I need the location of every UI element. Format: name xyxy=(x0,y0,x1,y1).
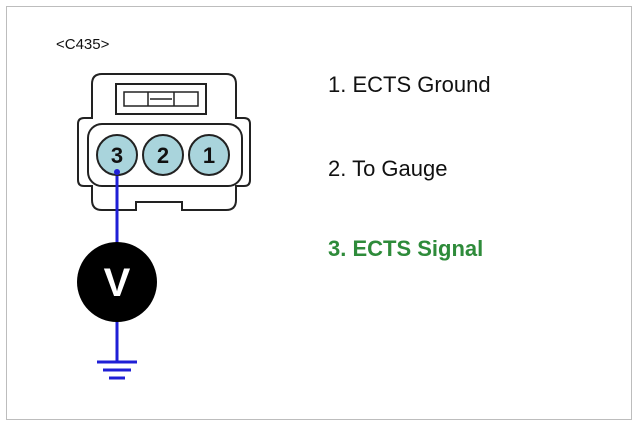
connector-label: <C435> xyxy=(56,36,110,53)
pin-1-circle xyxy=(188,134,230,176)
ground-symbol-icon xyxy=(97,360,137,380)
legend-item-to-gauge: 2. To Gauge xyxy=(328,156,448,181)
legend-item-ects-ground: 1. ECTS Ground xyxy=(328,72,491,97)
voltmeter-body xyxy=(77,242,157,322)
pin-3-number: 3 xyxy=(111,143,123,168)
voltmeter-symbol: V xyxy=(104,261,131,305)
pin-2: 2 xyxy=(142,134,184,176)
legend-item-ects-signal: 3. ECTS Signal xyxy=(328,236,484,261)
pin-2-number: 2 xyxy=(157,143,169,168)
voltmeter-icon: V xyxy=(77,242,157,322)
pin-1-number: 1 xyxy=(203,143,215,168)
pin-3: 3 xyxy=(96,134,138,176)
pin-1: 1 xyxy=(188,134,230,176)
pin-2-circle xyxy=(142,134,184,176)
probe-contact-dot xyxy=(114,169,120,175)
